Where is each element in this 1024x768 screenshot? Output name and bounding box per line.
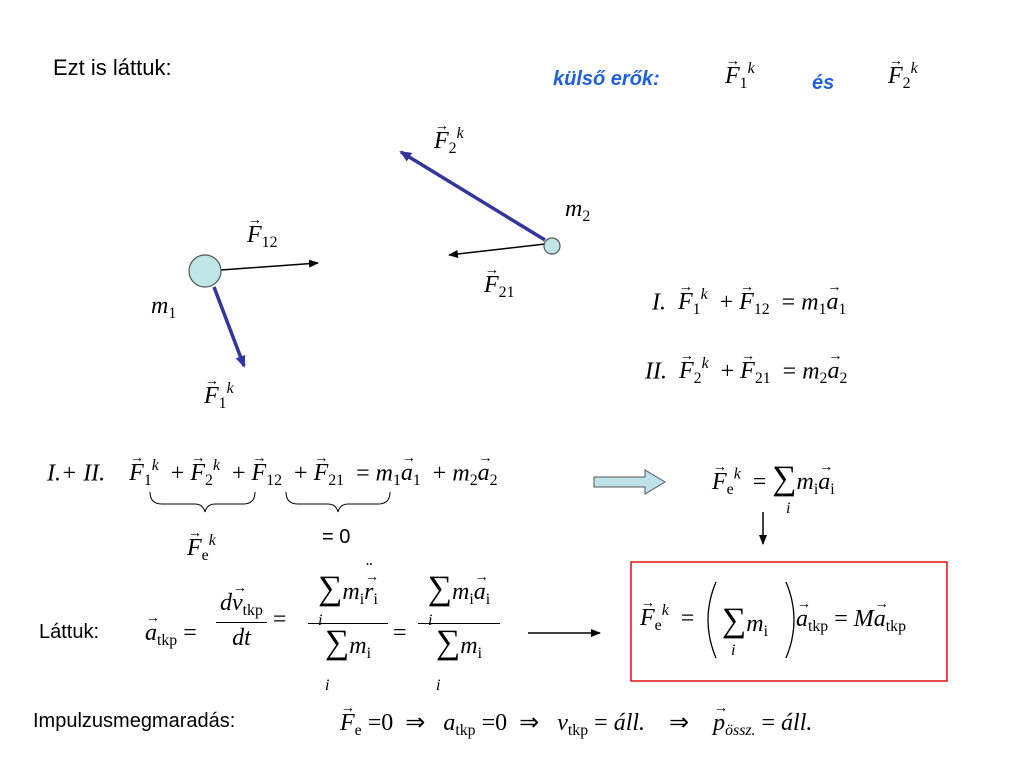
result-box [630, 561, 948, 682]
a-tkp-lhs: atkp = [145, 610, 197, 650]
box-index-i: i [731, 642, 736, 659]
label-m2: m2 [565, 196, 591, 225]
impulse-chain: Fe =0 ⇒ atkp =0 ⇒ vtkp = áll. ⇒ pössz. =… [340, 700, 812, 740]
mass-m2-ball [543, 237, 561, 255]
label-f1k: F1k [204, 373, 234, 413]
index-i-3: i [428, 612, 433, 629]
sum-index-i-top: i [786, 500, 791, 517]
slide-title: Ezt is láttuk: [53, 55, 172, 80]
external-force-sum: Fek = ∑miai [712, 459, 835, 499]
sum-equation: I.+ II. F1k + F2k + F12 + F21 = m1a1 + m… [47, 450, 498, 490]
equation-1: I. F1k + F12 = m1a1 [652, 279, 846, 319]
index-i-2: i [325, 677, 330, 694]
left-paren [707, 581, 717, 659]
label-fek-under-brace: Fek [187, 525, 216, 565]
implication-block-arrow [593, 469, 666, 495]
and-label: és [812, 72, 835, 94]
brace-external-forces [149, 491, 256, 513]
equals-sign-2: = [393, 620, 407, 646]
force-f12-arrow [220, 259, 319, 271]
internal-sum-zero: = 0 [322, 526, 351, 548]
box-fek: Fek = [640, 595, 694, 635]
sum-ma-fraction: ∑miai ∑mi [418, 569, 500, 663]
mass-m1-ball [188, 254, 222, 288]
right-paren [785, 581, 795, 659]
label-f12: F12 [247, 212, 278, 252]
index-i-1: i [318, 612, 323, 629]
label-f21: F21 [484, 262, 515, 302]
equation-2: II. F2k + F21 = m2a2 [645, 348, 847, 388]
index-i-4: i [436, 677, 441, 694]
label-m1: m1 [151, 293, 177, 322]
dv-dt-fraction: dvtkpdt = [216, 580, 286, 652]
header-f1k: F1k [725, 53, 755, 93]
impulse-label: Impulzusmegmaradás: [33, 710, 236, 732]
box-sum-mi: ∑mi [722, 602, 768, 640]
label-f2k: F2k [434, 118, 464, 158]
external-forces-label: külső erők: [553, 68, 660, 90]
header-f2k: F2k [888, 53, 918, 93]
force-f21-arrow [448, 243, 546, 258]
brace-internal-forces [285, 491, 391, 513]
force-f1k-arrow [212, 286, 246, 368]
box-a-tkp: atkp = Matkp [796, 596, 906, 636]
lattuk-label: Láttuk: [39, 621, 100, 643]
force-f2k-arrow [399, 150, 546, 242]
sum-mr-fraction: ∑miri ∑mi [308, 559, 388, 663]
